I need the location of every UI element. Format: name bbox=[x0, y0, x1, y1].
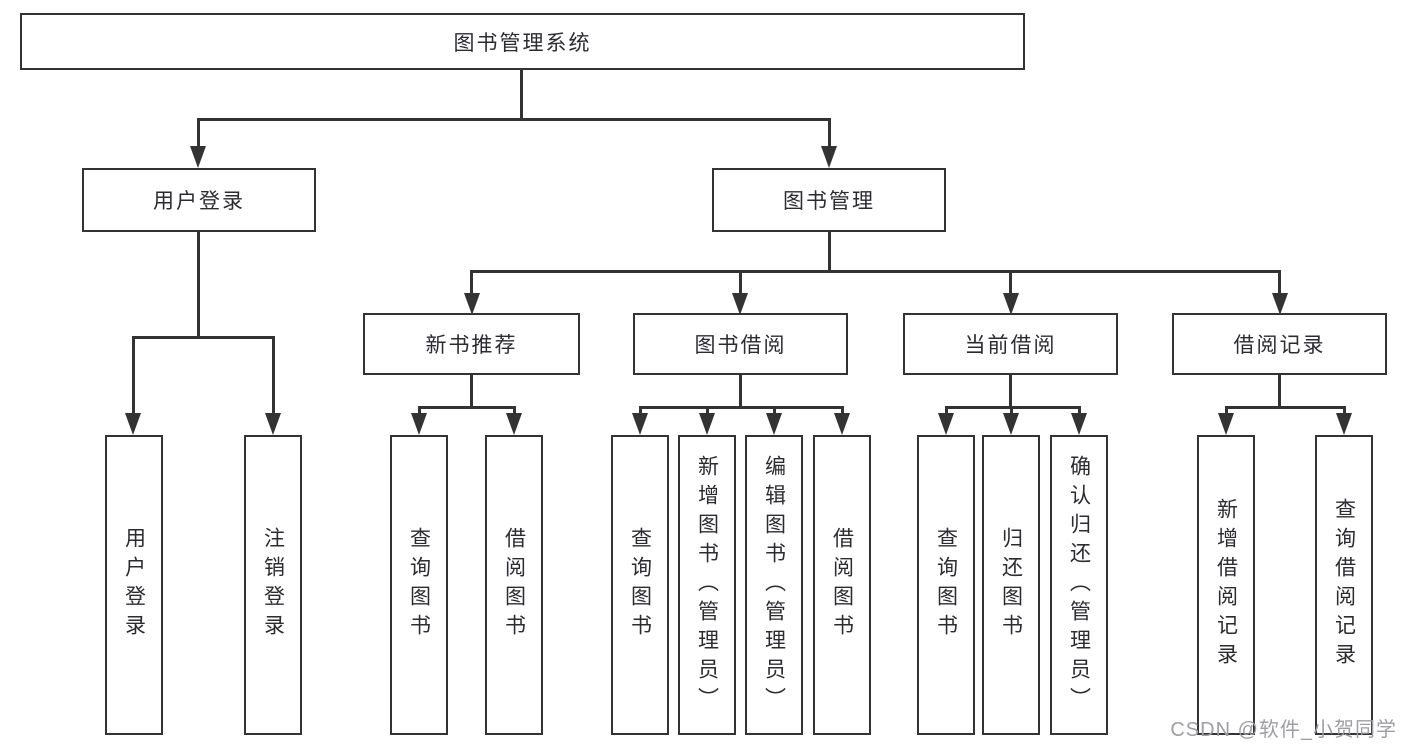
node-library-management-system: 图书管理系统 bbox=[20, 13, 1025, 70]
connector-line bbox=[739, 375, 742, 406]
node-label: 新增借阅记录 bbox=[1214, 498, 1238, 672]
connector-line bbox=[417, 406, 421, 416]
connector-line bbox=[738, 270, 742, 296]
arrowhead-down bbox=[632, 413, 648, 435]
node-borrowing-records: 借阅记录 bbox=[1172, 313, 1387, 375]
leaf-add-borrow-record: 新增借阅记录 bbox=[1197, 435, 1255, 735]
node-label: 查询图书 bbox=[407, 527, 431, 643]
connector-line bbox=[417, 406, 516, 409]
connector-line bbox=[1009, 375, 1012, 406]
arrowhead-down bbox=[125, 413, 141, 435]
arrowhead-down bbox=[463, 293, 480, 315]
node-label: 注销登录 bbox=[261, 527, 285, 643]
connector-line bbox=[1278, 270, 1281, 296]
connector-line bbox=[470, 375, 473, 406]
connector-line bbox=[1224, 406, 1228, 416]
arrowhead-down bbox=[1218, 413, 1234, 435]
node-label: 用户登录 bbox=[153, 190, 245, 213]
node-label: 用户登录 bbox=[122, 527, 146, 643]
node-label: 新增图书（管理员） bbox=[695, 454, 719, 716]
arrowhead-down bbox=[732, 293, 748, 315]
node-label: 确认归还（管理员） bbox=[1067, 454, 1091, 716]
node-current-borrowing: 当前借阅 bbox=[903, 313, 1118, 375]
connector-line bbox=[271, 336, 275, 415]
node-label: 查询图书 bbox=[628, 527, 652, 643]
connector-line bbox=[944, 406, 948, 416]
arrowhead-down bbox=[190, 146, 206, 168]
leaf-query-books-borrowing: 查询图书 bbox=[611, 435, 669, 735]
arrowhead-down bbox=[1271, 293, 1288, 315]
node-label: 查询借阅记录 bbox=[1332, 498, 1356, 672]
leaf-logout: 注销登录 bbox=[244, 435, 302, 735]
arrowhead-down bbox=[265, 413, 281, 435]
node-user-login: 用户登录 bbox=[82, 168, 316, 232]
node-label: 编辑图书（管理员） bbox=[762, 454, 786, 716]
leaf-borrow-books-recommend: 借阅图书 bbox=[485, 435, 543, 735]
node-label: 当前借阅 bbox=[964, 334, 1057, 357]
connector-line bbox=[1342, 406, 1346, 416]
leaf-confirm-return-admin: 确认归还（管理员） bbox=[1050, 435, 1108, 735]
connector-line bbox=[519, 70, 523, 118]
arrowhead-down bbox=[1003, 413, 1019, 435]
node-label: 借阅图书 bbox=[502, 527, 526, 643]
arrowhead-down bbox=[699, 413, 715, 435]
arrowhead-down bbox=[411, 413, 427, 435]
connector-line bbox=[1077, 406, 1081, 416]
node-label: 图书管理系统 bbox=[453, 31, 592, 55]
connector-line bbox=[131, 336, 135, 415]
connector-line bbox=[470, 270, 473, 296]
leaf-query-borrow-record: 查询借阅记录 bbox=[1315, 435, 1373, 735]
connector-line bbox=[840, 406, 844, 416]
connector-line bbox=[196, 118, 200, 150]
leaf-edit-book-admin: 编辑图书（管理员） bbox=[745, 435, 803, 735]
leaf-user-login: 用户登录 bbox=[105, 435, 163, 735]
leaf-borrow-books-borrowing: 借阅图书 bbox=[813, 435, 871, 735]
connector-line bbox=[944, 406, 1081, 409]
arrowhead-down bbox=[506, 413, 522, 435]
connector-line bbox=[131, 336, 275, 339]
leaf-query-books-recommend: 查询图书 bbox=[390, 435, 448, 735]
connector-line bbox=[196, 232, 200, 336]
node-label: 借阅图书 bbox=[830, 527, 854, 643]
connector-line bbox=[1278, 375, 1281, 406]
arrowhead-down bbox=[834, 413, 850, 435]
leaf-add-book-admin: 新增图书（管理员） bbox=[678, 435, 736, 735]
arrowhead-down bbox=[938, 413, 954, 435]
connector-line bbox=[470, 270, 1281, 273]
arrowhead-down bbox=[1336, 413, 1352, 435]
node-label: 图书借阅 bbox=[694, 334, 787, 357]
connector-line bbox=[638, 406, 844, 409]
connector-line bbox=[827, 232, 831, 270]
connector-line bbox=[1009, 270, 1012, 296]
leaf-query-books-current: 查询图书 bbox=[917, 435, 975, 735]
node-label: 查询图书 bbox=[934, 527, 958, 643]
connector-line bbox=[1009, 406, 1013, 416]
arrowhead-down bbox=[1071, 413, 1087, 435]
node-book-borrowing: 图书借阅 bbox=[633, 313, 848, 375]
node-label: 图书管理 bbox=[783, 190, 875, 213]
connector-line bbox=[705, 406, 709, 416]
node-label: 新书推荐 bbox=[425, 334, 518, 357]
arrowhead-down bbox=[821, 146, 837, 168]
connector-line bbox=[772, 406, 776, 416]
connector-line bbox=[196, 118, 831, 121]
connector-line bbox=[638, 406, 642, 416]
connector-line bbox=[827, 118, 831, 150]
connector-line bbox=[512, 406, 516, 416]
arrowhead-down bbox=[766, 413, 782, 435]
connector-line bbox=[1224, 406, 1346, 409]
watermark: CSDN @软件_小贺同学 bbox=[1170, 719, 1397, 741]
node-label: 归还图书 bbox=[999, 527, 1023, 643]
node-label: 借阅记录 bbox=[1233, 334, 1326, 357]
node-new-book-recommendation: 新书推荐 bbox=[363, 313, 580, 375]
leaf-return-book: 归还图书 bbox=[982, 435, 1040, 735]
arrowhead-down bbox=[1002, 293, 1019, 315]
node-book-management: 图书管理 bbox=[712, 168, 946, 232]
